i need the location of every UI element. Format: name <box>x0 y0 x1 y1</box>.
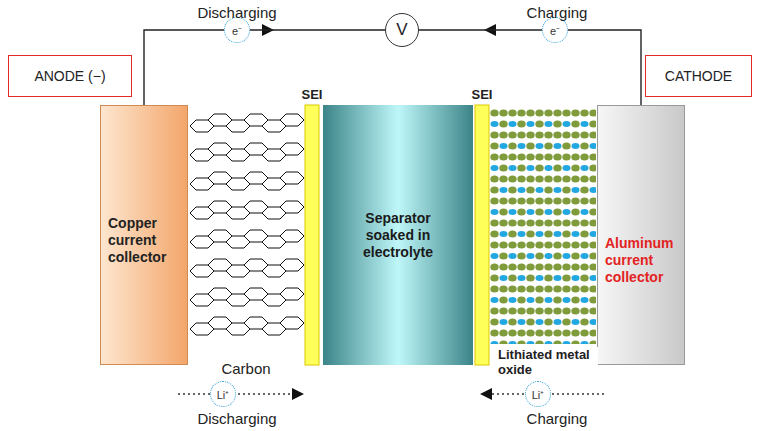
metal-oxide-lattice <box>490 108 596 344</box>
text-label: Discharging <box>197 410 276 427</box>
current-collector: Aluminum current collector <box>597 105 685 365</box>
electrode-label-box: ANODE (−) <box>8 55 132 97</box>
sei-layer <box>305 105 319 365</box>
text-label: Discharging <box>197 4 276 21</box>
node-text: Separator soaked in electrolyte <box>346 210 450 261</box>
current-collector: Copper current collector <box>100 105 188 365</box>
circuit-wire <box>144 30 385 105</box>
text-label: SEI <box>302 87 323 102</box>
node-text: ANODE (−) <box>34 68 105 84</box>
node-text: Li⁺ <box>532 387 545 402</box>
sei-layer <box>475 105 489 365</box>
node-text: Li⁺ <box>217 387 230 402</box>
node-text: Aluminum current collector <box>605 235 681 286</box>
text-label: Carbon <box>221 360 270 377</box>
node-text: e⁻ <box>232 23 242 38</box>
text-label: SEI <box>472 87 493 102</box>
electrode-label-box: CATHODE <box>645 55 752 97</box>
text-label: Charging <box>527 4 588 21</box>
direction-arrow <box>292 388 304 400</box>
voltmeter-symbol: V <box>385 13 419 47</box>
text-label: Charging <box>527 410 588 427</box>
circuit-wire <box>419 30 641 105</box>
node-text: CATHODE <box>665 68 732 84</box>
lithium-ion-symbol: Li⁺ <box>210 381 236 407</box>
lithium-ion-symbol: Li⁺ <box>525 381 551 407</box>
node-text: e⁻ <box>550 23 560 38</box>
separator: Separator soaked in electrolyte <box>323 105 473 365</box>
graphite-layers <box>190 114 304 335</box>
text-label: Lithiated metal oxide <box>496 347 598 377</box>
node-text: Copper current collector <box>108 215 184 266</box>
node-text: V <box>396 20 407 40</box>
direction-arrow <box>480 388 492 400</box>
